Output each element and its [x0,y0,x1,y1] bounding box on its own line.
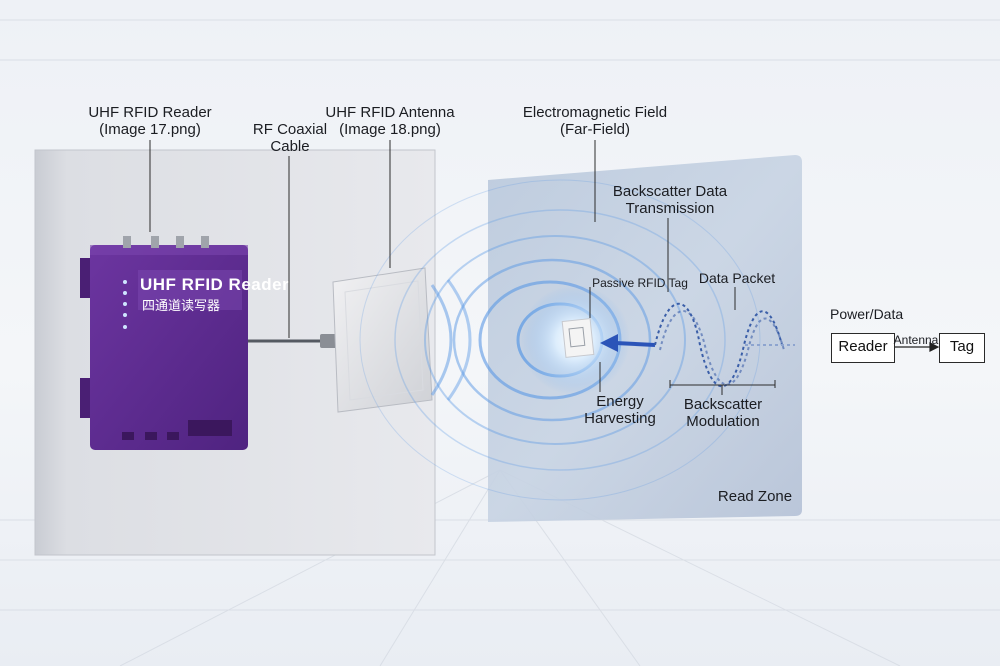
label-backscatter-transmission: Backscatter Data Transmission [612,183,728,217]
passive-rfid-tag [561,318,595,358]
label-cable: RF Coaxial Cable [252,121,328,155]
label-data-packet: Data Packet [698,270,776,286]
antenna-panel [332,267,433,413]
label-backscatter-modulation: Backscatter Modulation [683,396,763,430]
backscatter-wave [654,302,795,388]
label-energy-harvesting: Energy Harvesting [584,393,656,427]
label-antenna: UHF RFID Antenna (Image 18.png) [325,104,455,138]
label-passive-tag: Passive RFID Tag [592,276,688,290]
reader-device-title: UHF RFID Reader [140,275,290,294]
leader-lines [149,140,776,395]
flow-heading: Power/Data [830,306,904,322]
flow-tag-box: Tag [939,333,985,363]
flow-arrows [893,342,940,352]
flow-link-label: Antenna [893,333,939,347]
reader-device [80,236,248,450]
flow-reader-box: Reader [831,333,895,363]
read-zone-panel [488,155,802,522]
label-read-zone: Read Zone [717,488,793,505]
label-reader: UHF RFID Reader (Image 17.png) [88,104,212,138]
label-em-field: Electromagnetic Field (Far-Field) [522,104,668,138]
energy-arrow [600,334,656,352]
reader-device-subtitle: 四通道读写器 [142,299,221,314]
